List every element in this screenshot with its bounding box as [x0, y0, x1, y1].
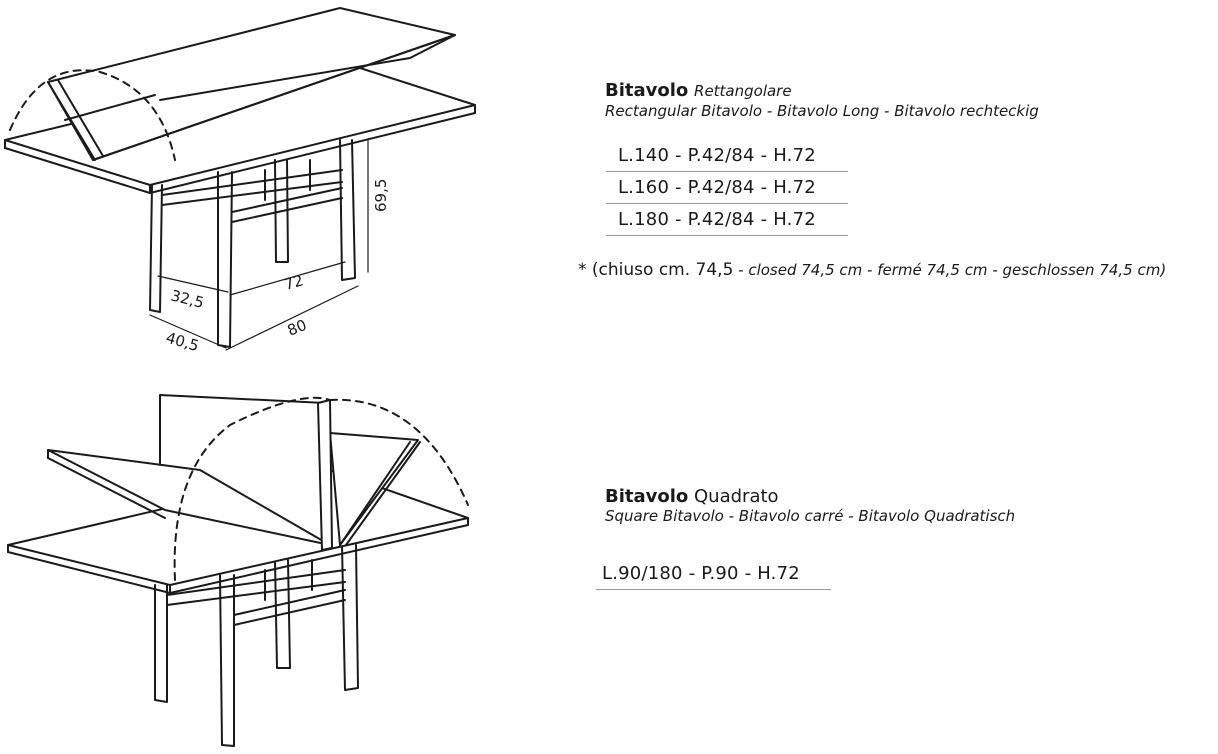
dim-height: 69,5: [372, 179, 390, 212]
square-subtitle: Quadrato: [694, 486, 779, 507]
size-row: L.180 - P.42/84 - H.72: [606, 204, 848, 236]
square-name: Bitavolo: [605, 486, 689, 507]
rectangular-name: Bitavolo: [605, 80, 689, 101]
square-size-list: L.90/180 - P.90 - H.72: [596, 558, 831, 590]
rectangular-label-en: Rectangular: [605, 102, 697, 120]
square-table-drawing: [7, 394, 469, 747]
size-row: L.160 - P.42/84 - H.72: [606, 172, 848, 204]
square-variants: Square Bitavolo - Bitavolo carré - Bitav…: [605, 507, 1016, 525]
rectangular-subtitle: Rettangolare: [694, 82, 792, 100]
rectangular-size-list: L.140 - P.42/84 - H.72 L.160 - P.42/84 -…: [606, 140, 848, 236]
rectangular-heading: Bitavolo Rettangolare Rectangular Bitavo…: [605, 80, 1039, 120]
closed-height-note: * (chiuso cm. 74,5 - closed 74,5 cm - fe…: [578, 260, 1166, 280]
note-italic: - closed 74,5 cm - fermé 74,5 cm - gesch…: [733, 261, 1167, 279]
square-heading: Bitavolo Quadrato Square Bitavolo - Bita…: [605, 486, 1015, 525]
dim-outer-width: 80: [285, 316, 309, 340]
size-row: L.90/180 - P.90 - H.72: [596, 558, 831, 590]
rectangular-table-drawing: 69,5 32,5 72 40,5 80: [4, 7, 476, 356]
note-main: * (chiuso cm. 74,5: [578, 260, 734, 280]
dim-inner-width: 72: [282, 271, 305, 294]
rectangular-variants: Bitavolo - Bitavolo Long - Bitavolo rech…: [701, 102, 1039, 120]
dim-inner-depth: 32,5: [169, 286, 206, 312]
size-row: L.140 - P.42/84 - H.72: [606, 140, 848, 172]
dim-outer-depth: 40,5: [164, 329, 201, 356]
